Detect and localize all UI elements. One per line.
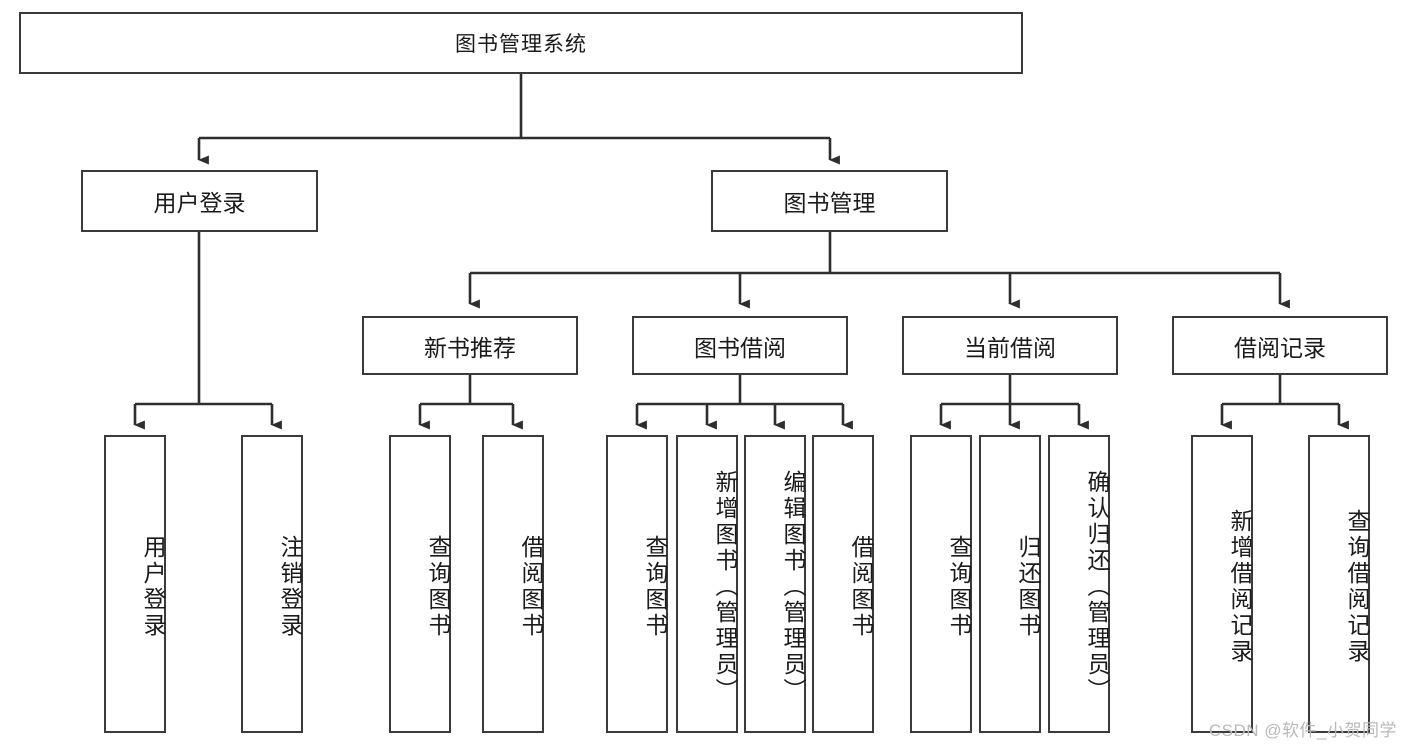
leaf-recommend-borrow-book[interactable]: 借阅图书 xyxy=(482,435,544,733)
node-borrow-record[interactable]: 借阅记录 xyxy=(1172,316,1388,375)
node-root[interactable]: 图书管理系统 xyxy=(19,12,1023,74)
leaf-recommend-query-book[interactable]: 查询图书 xyxy=(389,435,451,733)
node-book-borrow[interactable]: 图书借阅 xyxy=(632,316,848,375)
leaf-user-login-logout[interactable]: 注销登录 xyxy=(241,435,303,733)
node-new-book-recommend[interactable]: 新书推荐 xyxy=(362,316,578,375)
leaf-borrow-edit-book[interactable]: 编辑图书（管理员） xyxy=(744,435,806,733)
node-user-login[interactable]: 用户登录 xyxy=(81,170,318,232)
leaf-borrow-borrow-book[interactable]: 借阅图书 xyxy=(812,435,874,733)
leaf-user-login-login[interactable]: 用户登录 xyxy=(104,435,166,733)
node-book-management[interactable]: 图书管理 xyxy=(711,170,948,232)
leaf-borrow-query-book[interactable]: 查询图书 xyxy=(606,435,668,733)
node-current-borrow[interactable]: 当前借阅 xyxy=(902,316,1118,375)
leaf-current-confirm-return[interactable]: 确认归还（管理员） xyxy=(1048,435,1110,733)
leaf-record-add-record[interactable]: 新增借阅记录 xyxy=(1191,435,1253,733)
leaf-current-return-book[interactable]: 归还图书 xyxy=(979,435,1041,733)
leaf-current-query-book[interactable]: 查询图书 xyxy=(910,435,972,733)
leaf-borrow-add-book[interactable]: 新增图书（管理员） xyxy=(676,435,738,733)
watermark: CSDN @软件_小贺同学 xyxy=(1208,721,1397,740)
leaf-record-query-record[interactable]: 查询借阅记录 xyxy=(1308,435,1370,733)
